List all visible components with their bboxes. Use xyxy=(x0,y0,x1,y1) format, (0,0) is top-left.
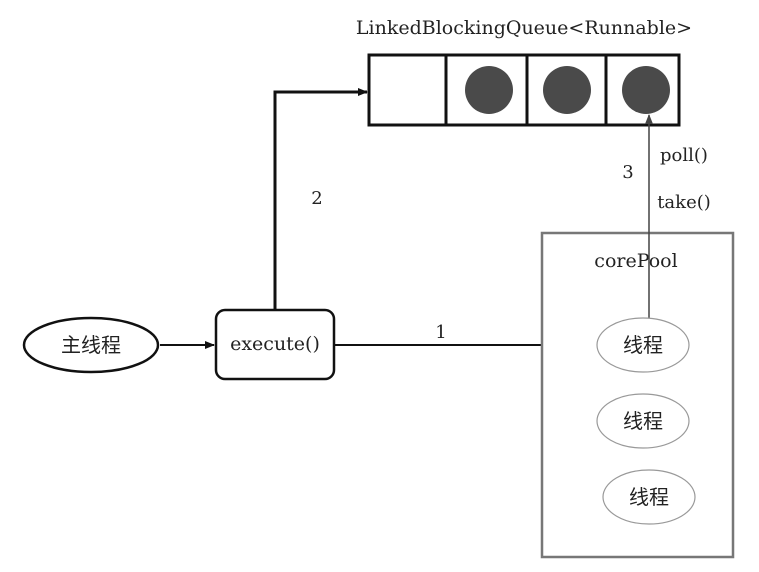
step-3-label: 3 xyxy=(622,162,633,183)
core-pool-title: corePool xyxy=(594,250,677,272)
queue-task-dot xyxy=(622,66,670,114)
thread-node: 线程 xyxy=(602,469,696,525)
queue-task-dot xyxy=(543,66,591,114)
execute-node: execute() xyxy=(214,308,336,381)
take-label: take() xyxy=(657,192,711,213)
execute-label: execute() xyxy=(230,333,320,355)
thread-node: 线程 xyxy=(596,393,690,449)
poll-label: poll() xyxy=(660,145,708,166)
queue-task-dot xyxy=(465,66,513,114)
arrow-execute-to-queue xyxy=(273,88,368,310)
blocking-queue xyxy=(367,53,681,127)
step-2-label: 2 xyxy=(311,188,322,209)
main-thread-node: 主线程 xyxy=(22,316,160,374)
step-1-label: 1 xyxy=(435,322,446,343)
thread-node: 线程 xyxy=(596,317,690,373)
queue-title: LinkedBlockingQueue<Runnable> xyxy=(356,17,692,39)
thread-label: 线程 xyxy=(623,333,663,357)
main-thread-label: 主线程 xyxy=(61,333,121,357)
thread-label: 线程 xyxy=(629,485,669,509)
thread-label: 线程 xyxy=(623,409,663,433)
